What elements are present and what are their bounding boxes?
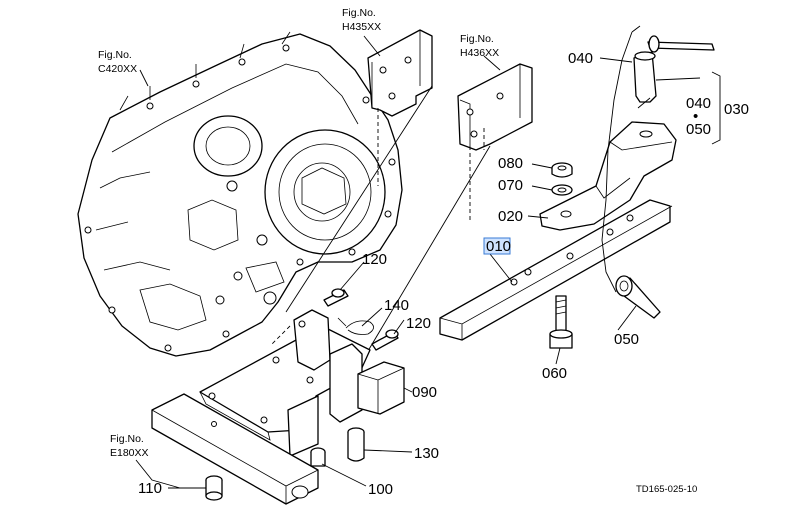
group-dot: •	[693, 108, 698, 125]
transmission-housing	[77, 31, 403, 357]
callout-040-group[interactable]: 040	[686, 95, 711, 112]
nut-080	[551, 162, 573, 178]
callout-120-lower[interactable]: 120	[406, 315, 431, 332]
selection-highlight	[483, 237, 511, 255]
figure-ref-h436: Fig.No. H436XX	[460, 33, 499, 59]
figure-ref-c420: Fig.No. C420XX	[98, 49, 137, 75]
callout-070[interactable]: 070	[498, 177, 523, 194]
callout-060[interactable]: 060	[542, 365, 567, 382]
figure-ref-code: E180XX	[110, 447, 149, 459]
bolt-060	[549, 295, 573, 349]
callout-080[interactable]: 080	[498, 155, 523, 172]
bolt-120-upper	[323, 288, 349, 307]
plate-h435	[367, 29, 433, 117]
figure-ref-title: Fig.No.	[110, 433, 144, 445]
callout-050[interactable]: 050	[614, 331, 639, 348]
drawing-id: TD165-025-10	[636, 484, 697, 495]
frame-e180	[151, 393, 319, 505]
washer-070	[551, 184, 573, 196]
callout-110[interactable]: 110	[138, 480, 162, 497]
drawbar	[439, 199, 673, 341]
callout-030[interactable]: 030	[724, 101, 749, 118]
figure-ref-code: C420XX	[98, 63, 137, 75]
callout-100[interactable]: 100	[368, 481, 393, 498]
clip-140	[337, 317, 374, 335]
figure-ref-e180: Fig.No. E180XX	[110, 433, 149, 459]
figure-ref-h435: Fig.No. H435XX	[342, 7, 381, 33]
block-090	[357, 361, 405, 415]
plate-h436	[457, 63, 533, 151]
figure-ref-code: H436XX	[460, 47, 499, 59]
leader-lines	[135, 35, 721, 489]
figure-ref-title: Fig.No.	[342, 7, 376, 19]
bolt-110	[205, 475, 223, 501]
callout-140[interactable]: 140	[384, 297, 409, 314]
callout-120-upper[interactable]: 120	[362, 251, 387, 268]
bolt-120-lower	[371, 329, 399, 351]
drawbar-bracket	[539, 121, 677, 231]
callout-090[interactable]: 090	[412, 384, 437, 401]
figure-ref-title: Fig.No.	[98, 49, 132, 61]
callout-040[interactable]: 040	[568, 50, 593, 67]
callout-130[interactable]: 130	[414, 445, 439, 462]
callout-050-group[interactable]: 050	[686, 121, 711, 138]
callout-020[interactable]: 020	[498, 208, 523, 225]
callout-010[interactable]: 010	[486, 238, 511, 255]
figure-ref-title: Fig.No.	[460, 33, 494, 45]
lock-pin	[615, 275, 661, 319]
figure-ref-code: H435XX	[342, 21, 381, 33]
bolt-100	[310, 447, 326, 467]
mounting-bracket	[199, 309, 371, 457]
hitch-pin	[601, 25, 715, 293]
pin-130	[347, 427, 365, 462]
